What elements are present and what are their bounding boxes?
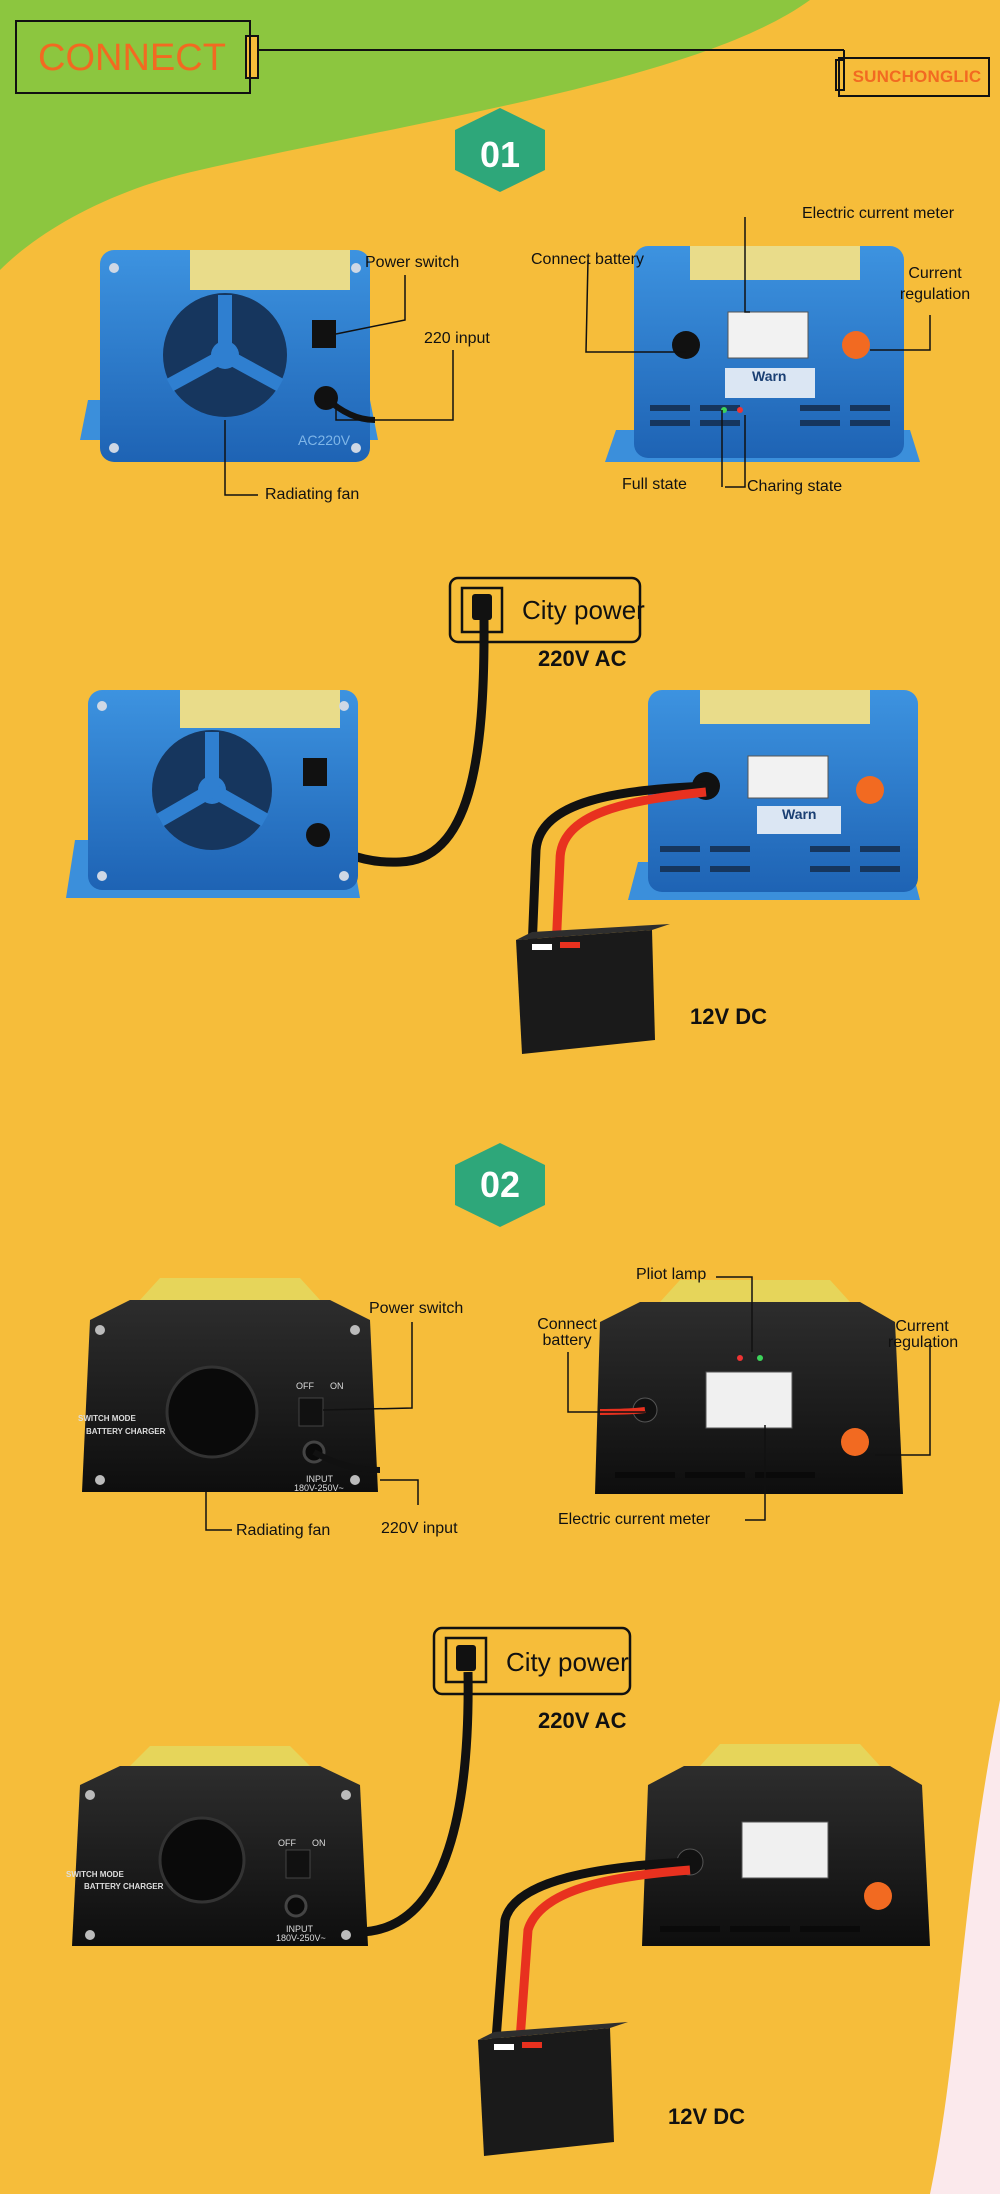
panel-off-b: OFF — [278, 1838, 296, 1848]
panel-voltage-b: 180V-250V~ — [276, 1933, 326, 1943]
brand-box — [838, 57, 990, 97]
front-panel-text: AC220V — [298, 432, 351, 448]
blue-charger-front-connected — [66, 690, 360, 898]
panel-voltage: 180V-250V~ — [294, 1483, 344, 1493]
label-regulation: regulation — [899, 286, 971, 303]
label-charging-state: Charing state — [747, 478, 843, 495]
connect-title: CONNECT — [38, 37, 226, 79]
black-charger-front-connected — [72, 1746, 368, 1946]
battery-1 — [516, 924, 670, 1054]
battery-2 — [478, 2022, 628, 2156]
panel-on: ON — [330, 1381, 344, 1391]
panel-line-1: SWITCH MODE — [78, 1414, 136, 1423]
label-power-switch-2: Power switch — [369, 1300, 464, 1317]
blue-charger-back — [605, 246, 920, 462]
ac-label-2: 220V AC — [538, 1708, 627, 1733]
panel-input-b: INPUT — [286, 1924, 313, 1934]
label-radiating-fan-2: Radiating fan — [236, 1522, 331, 1539]
label-regulation-2: regulation — [887, 1334, 959, 1351]
label-220-input: 220 input — [424, 330, 490, 347]
warn-label-2: Warn — [782, 806, 817, 822]
label-full-state: Full state — [622, 476, 687, 493]
connect-title-box — [15, 20, 251, 94]
label-battery: battery — [542, 1332, 592, 1349]
label-electric-current-meter: Electric current meter — [802, 205, 955, 222]
panel-line-2b: BATTERY CHARGER — [84, 1882, 164, 1891]
blue-charger-back-connected — [628, 690, 920, 900]
panel-line-2: BATTERY CHARGER — [86, 1427, 166, 1436]
label-220v-input: 220V input — [381, 1520, 458, 1537]
label-connect-battery: Connect battery — [531, 251, 644, 268]
dc-label-2: 12V DC — [668, 2104, 746, 2129]
black-charger-back-connected — [642, 1744, 930, 1946]
label-pilot-lamp: Pliot lamp — [636, 1266, 707, 1283]
panel-on-b: ON — [312, 1838, 326, 1848]
label-power-switch: Power switch — [365, 254, 460, 271]
section-badge-02: 02 — [479, 1164, 521, 1205]
panel-input: INPUT — [306, 1474, 333, 1484]
label-connect: Connect — [537, 1316, 597, 1333]
section-badge-01: 01 — [479, 134, 521, 175]
ac-label-1: 220V AC — [538, 646, 627, 671]
brand-name: SUNCHONGLIC — [852, 67, 982, 86]
label-current-2: Current — [895, 1318, 949, 1335]
panel-off: OFF — [296, 1381, 314, 1391]
dc-label-1: 12V DC — [690, 1004, 768, 1029]
black-charger-front — [82, 1278, 381, 1492]
label-electric-current-meter-2: Electric current meter — [558, 1511, 711, 1528]
label-current: Current — [908, 265, 962, 282]
blue-charger-front — [80, 250, 378, 462]
label-radiating-fan: Radiating fan — [265, 486, 360, 503]
city-power-label-2: City power — [506, 1647, 629, 1677]
city-power-label-1: City power — [522, 595, 645, 625]
warn-label: Warn — [752, 368, 787, 384]
black-charger-back — [595, 1280, 903, 1494]
panel-line-1b: SWITCH MODE — [66, 1870, 124, 1879]
